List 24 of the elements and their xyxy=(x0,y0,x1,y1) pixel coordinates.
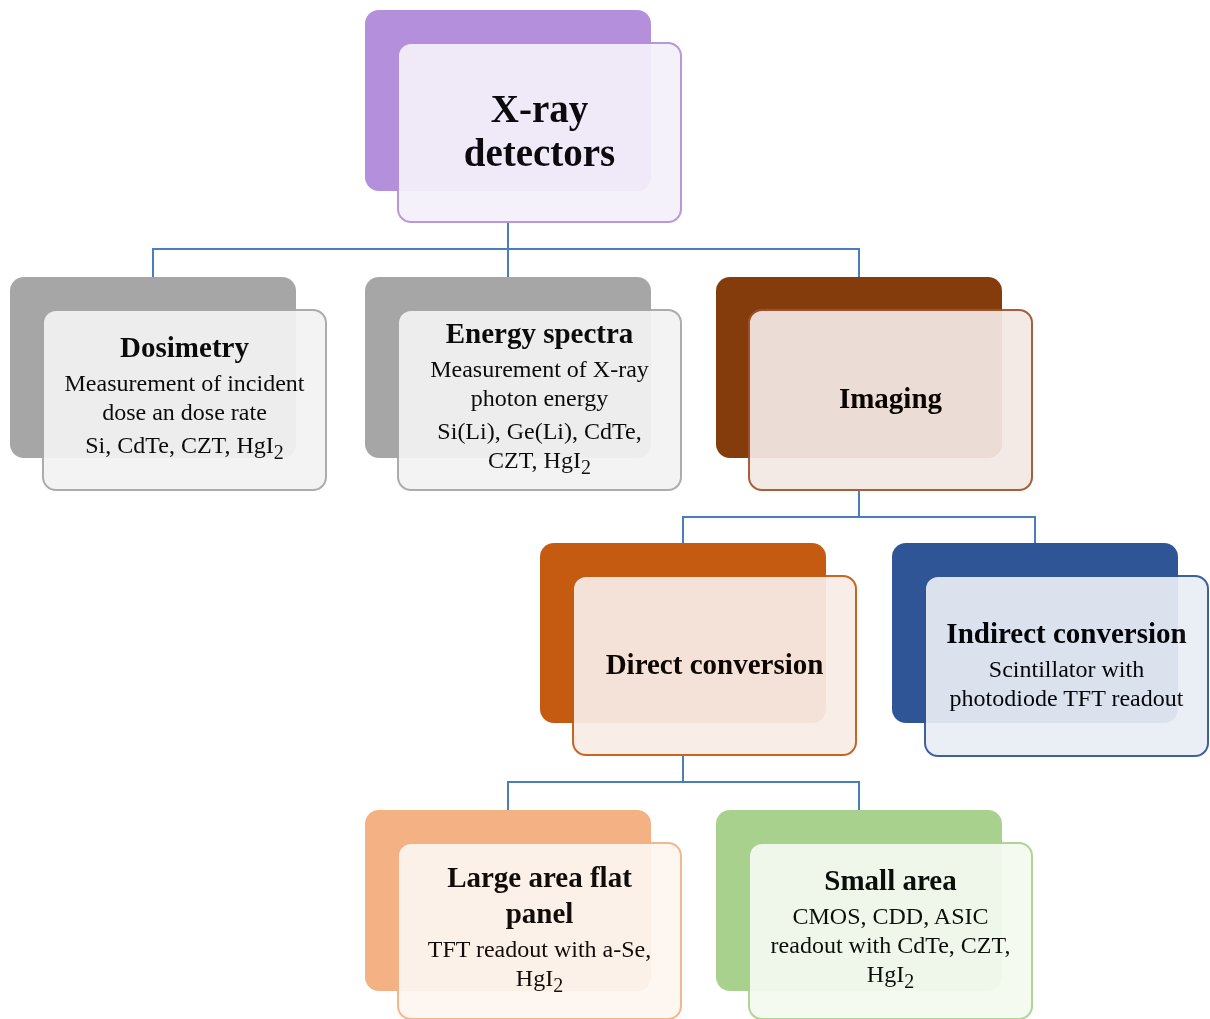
layered-card xyxy=(892,543,1210,757)
description: Scintillator with photodiode TFT readout xyxy=(948,655,1185,713)
heading: Dosimetry xyxy=(120,330,249,366)
heading: Direct conversion xyxy=(605,646,824,682)
heading: Indirect conversion xyxy=(946,616,1187,651)
heading: X-ray detectors xyxy=(462,86,617,175)
heading: Large area flat panel xyxy=(446,859,633,931)
layered-card xyxy=(716,810,1034,1019)
description: TFT readout with a-Se, HgI$_{2}$ xyxy=(426,934,653,998)
layered-card xyxy=(365,277,683,491)
description: Measurement of X-ray photon energy xyxy=(429,354,650,413)
layered-card xyxy=(540,543,858,756)
description: Si(Li), Ge(Li), CdTe, CZT, HgI$_{2}$ xyxy=(436,416,643,480)
heading: Energy spectra xyxy=(445,315,634,351)
heading: Small area xyxy=(824,863,957,899)
connector-line xyxy=(858,490,1036,544)
description: CMOS, CDD, ASIC readout with CdTe, CZT, HgI$_{2}$ xyxy=(769,902,1012,994)
layered-card xyxy=(365,810,683,1019)
description: Measurement of incident dose an dose rate xyxy=(63,369,306,428)
description: Si, CdTe, CZT, HgI$_{2}$ xyxy=(85,431,284,465)
layered-card xyxy=(716,277,1034,491)
heading: Imaging xyxy=(838,381,943,416)
layered-card xyxy=(365,10,683,223)
layered-card xyxy=(10,277,328,491)
